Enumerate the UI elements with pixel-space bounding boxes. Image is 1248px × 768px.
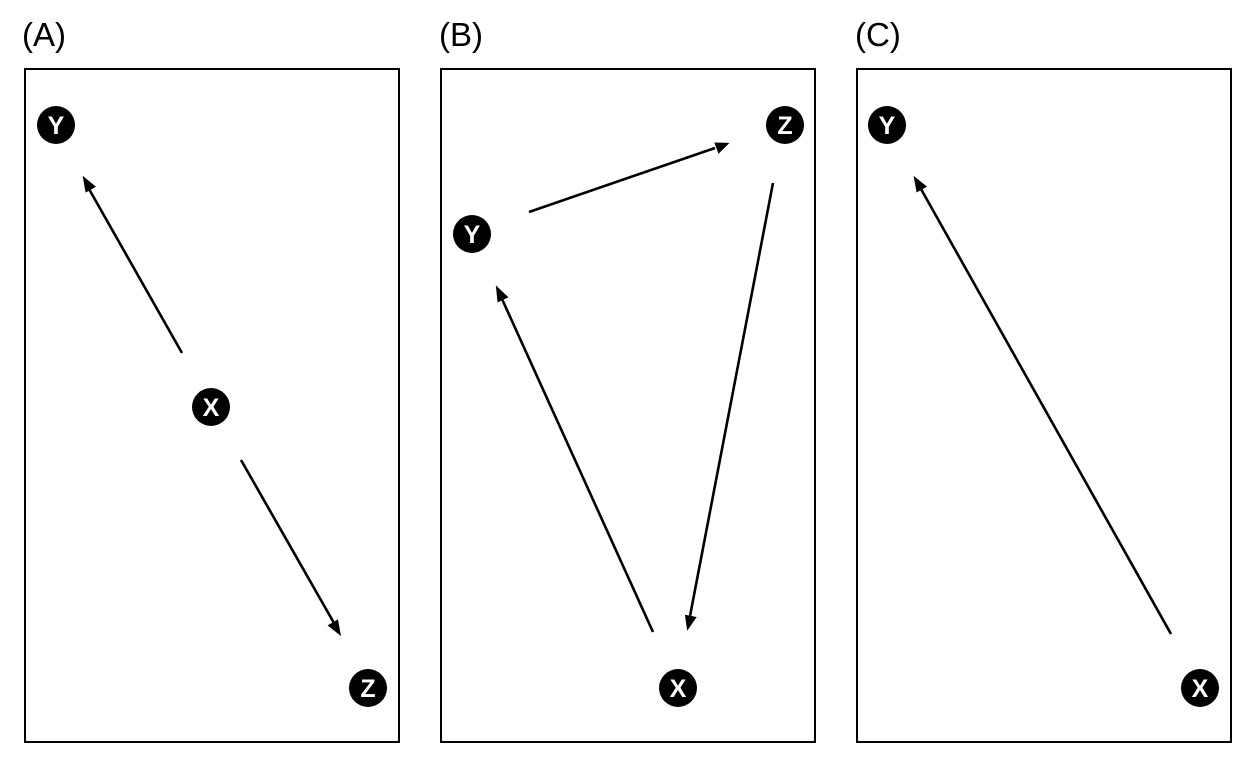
arrowhead	[714, 142, 730, 154]
panel-b-label: (B)	[439, 16, 483, 53]
node-circle	[766, 106, 804, 144]
node-circle	[192, 388, 230, 426]
panel-c-label: (C)	[855, 16, 901, 53]
node-z: Z	[766, 106, 804, 144]
node-label: Z	[360, 675, 375, 703]
edge-line	[500, 298, 655, 633]
edge-y-to-z	[528, 142, 730, 214]
arrowhead	[913, 175, 927, 193]
node-label: Z	[777, 112, 792, 140]
node-circle	[349, 669, 387, 707]
edge-line	[919, 188, 1173, 635]
edge-line	[87, 188, 184, 354]
edge-z-to-x	[684, 182, 775, 631]
panel-a-label: (A)	[22, 16, 66, 53]
panel-b-frame	[440, 68, 816, 743]
panel-a: (A) Y X Z	[22, 16, 400, 743]
node-label: Y	[48, 112, 65, 140]
panel-c: (C) Y X	[855, 16, 1232, 743]
node-x: X	[659, 669, 697, 707]
node-label: X	[203, 394, 220, 422]
arrowhead	[495, 285, 509, 303]
node-circle	[37, 106, 75, 144]
edge-x-to-y	[495, 285, 655, 633]
node-z: Z	[349, 669, 387, 707]
node-x: X	[1181, 669, 1219, 707]
edge-x-to-y	[913, 175, 1173, 635]
node-label: X	[1192, 675, 1209, 703]
edge-line	[688, 182, 775, 617]
arrowhead	[327, 619, 341, 637]
edge-x-to-y	[82, 175, 184, 354]
node-y: Y	[37, 106, 75, 144]
node-circle	[1181, 669, 1219, 707]
edge-line	[528, 146, 716, 214]
node-circle	[453, 215, 491, 253]
edge-x-to-z	[239, 459, 341, 637]
arrowhead	[684, 614, 697, 631]
node-circle	[659, 669, 697, 707]
node-label: X	[670, 675, 687, 703]
node-y: Y	[453, 215, 491, 253]
node-circle	[868, 106, 906, 144]
node-x: X	[192, 388, 230, 426]
node-y: Y	[868, 106, 906, 144]
arrowhead	[82, 175, 96, 193]
node-label: Y	[464, 221, 481, 249]
edge-line	[239, 459, 336, 624]
node-label: Y	[879, 112, 896, 140]
panel-b: (B) Z Y X	[439, 16, 816, 743]
